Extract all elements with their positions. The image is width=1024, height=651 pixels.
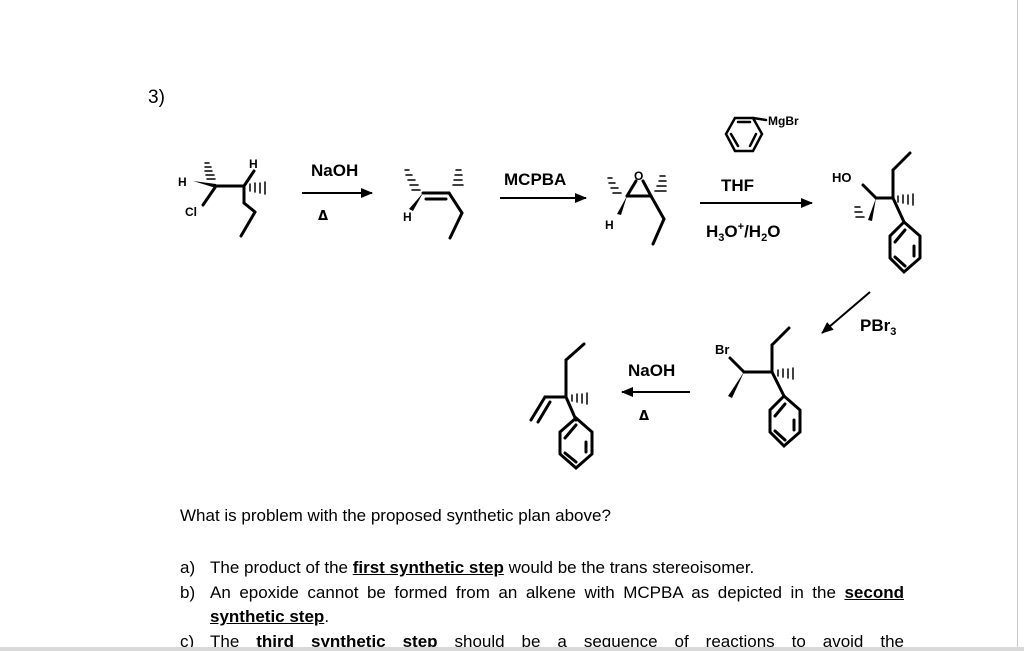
hash-bond: [897, 193, 914, 206]
choice-a[interactable]: a) The product of the first synthetic st…: [180, 556, 904, 581]
reagent-step2: MCPBA: [504, 170, 566, 189]
molecule-alkene-product: [529, 342, 594, 470]
reagent-step3-grignard: MgBr: [768, 114, 799, 128]
wedge-bond: [193, 181, 216, 188]
hash-bond: [571, 392, 588, 405]
question-prompt: What is problem with the proposed synthe…: [180, 506, 611, 525]
atom-h-left: H: [178, 175, 187, 189]
reagent-step1: NaOH: [311, 161, 358, 180]
page-edge-line: [1017, 0, 1018, 651]
reaction-scheme: H H Cl NaOH Δ H MCPBA: [178, 114, 922, 470]
phenylmagnesium-bromide-structure: [724, 116, 768, 153]
answer-choices: a) The product of the first synthetic st…: [180, 556, 904, 651]
choice-letter: b): [180, 582, 196, 602]
condition-step5: Δ: [639, 409, 649, 424]
choice-text: The third synthetic step should be a seq…: [210, 631, 904, 651]
reagent-step3-solvent: THF: [721, 176, 754, 195]
bottom-shade: [0, 647, 1024, 651]
hash-bond: [854, 206, 865, 218]
condition-step1: Δ: [318, 209, 328, 224]
molecule-epoxide: [607, 175, 667, 246]
choice-letter: a): [180, 558, 196, 577]
wedge-bond: [617, 196, 627, 215]
atom-cl: Cl: [185, 205, 197, 219]
molecule-alkene: [404, 169, 464, 240]
choice-text: An epoxide cannot be formed from an alke…: [210, 582, 904, 627]
choice-letter: c): [180, 631, 195, 651]
atom-ho: HO: [832, 170, 852, 185]
problem-number: 3): [148, 87, 165, 108]
atom-o-epoxide: O: [634, 169, 643, 183]
choice-c[interactable]: c) The third synthetic step should be a …: [180, 630, 904, 651]
emphasized-step: second synthetic step: [210, 582, 904, 627]
molecule-alcohol: [854, 151, 922, 275]
choice-text: The product of the first synthetic step …: [210, 558, 755, 577]
hash-bond: [654, 175, 667, 192]
atom-h-epoxide: H: [605, 218, 614, 232]
hash-bond: [777, 367, 794, 380]
hash-bond: [249, 181, 266, 195]
hash-bond: [404, 169, 421, 191]
wedge-bond: [728, 372, 744, 398]
atom-br: Br: [715, 342, 729, 357]
atom-h-top: H: [249, 157, 258, 171]
emphasized-step: first synthetic step: [352, 558, 504, 577]
molecule-alkyl-bromide: [728, 326, 802, 449]
reagent-step3-workup: H3O+/H2O: [706, 221, 780, 244]
atom-h-alkene: H: [403, 210, 412, 224]
hash-bond: [607, 177, 622, 194]
wedge-bond: [409, 193, 423, 211]
hash-bond: [204, 162, 216, 180]
hash-bond: [452, 169, 464, 186]
molecule-alkyl-chloride: [193, 162, 266, 238]
emphasized-step: third synthetic step: [256, 631, 438, 651]
reagent-step5: NaOH: [628, 361, 675, 380]
choice-b[interactable]: b) An epoxide cannot be formed from an a…: [180, 581, 904, 630]
wedge-bond: [868, 198, 876, 221]
reagent-step4: PBr3: [860, 316, 896, 338]
arrow-step4: [821, 291, 871, 334]
